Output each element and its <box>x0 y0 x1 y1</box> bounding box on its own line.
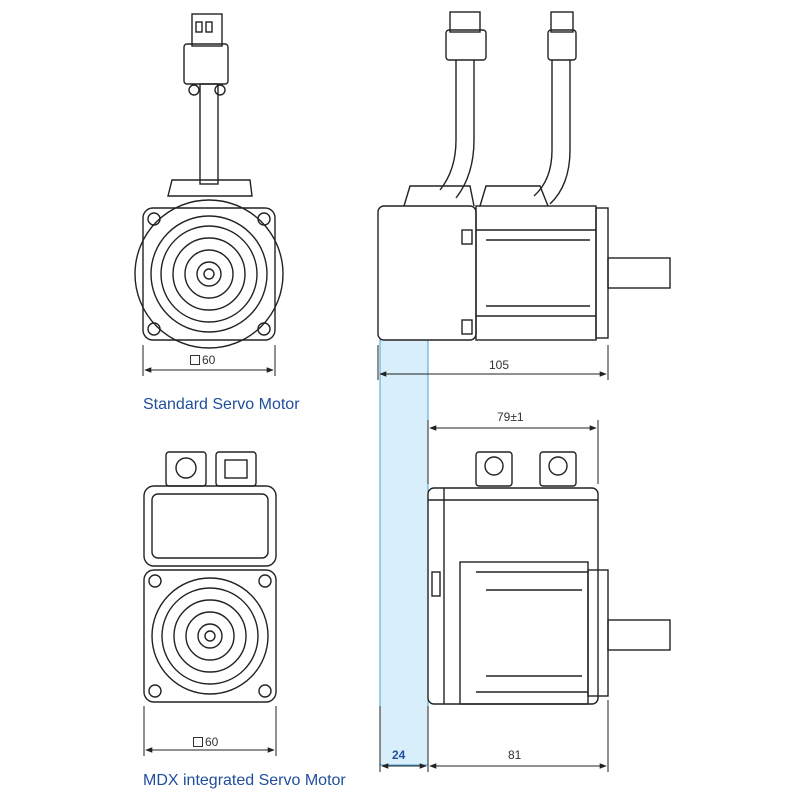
integrated-width-dimension <box>143 706 277 756</box>
integrated-motor-side-view <box>427 451 671 705</box>
standard-square-label: 60 <box>190 353 215 367</box>
standard-length-dimension <box>377 345 609 380</box>
integrated-square-value: 60 <box>205 735 219 749</box>
highlight-offset-label: 24 <box>392 748 406 762</box>
standard-caption: Standard Servo Motor <box>143 396 300 413</box>
standard-motor-front-view <box>134 13 284 349</box>
integrated-caption: MDX integrated Servo Motor <box>143 772 346 789</box>
standard-length-label: 105 <box>489 358 510 372</box>
integrated-motor-label: 81 <box>508 748 522 762</box>
integrated-motor-front-view <box>143 451 277 703</box>
standard-square-value: 60 <box>202 353 216 367</box>
offset-highlight <box>379 339 429 766</box>
integrated-square-label: 60 <box>193 735 218 749</box>
integrated-motor-dimension <box>379 700 609 772</box>
square-symbol-icon <box>193 737 203 747</box>
standard-motor-side-view <box>377 11 671 341</box>
integrated-body-dimension <box>427 420 599 484</box>
square-symbol-icon <box>190 355 200 365</box>
standard-width-dimension <box>142 345 276 376</box>
integrated-body-label: 79±1 <box>497 410 524 424</box>
